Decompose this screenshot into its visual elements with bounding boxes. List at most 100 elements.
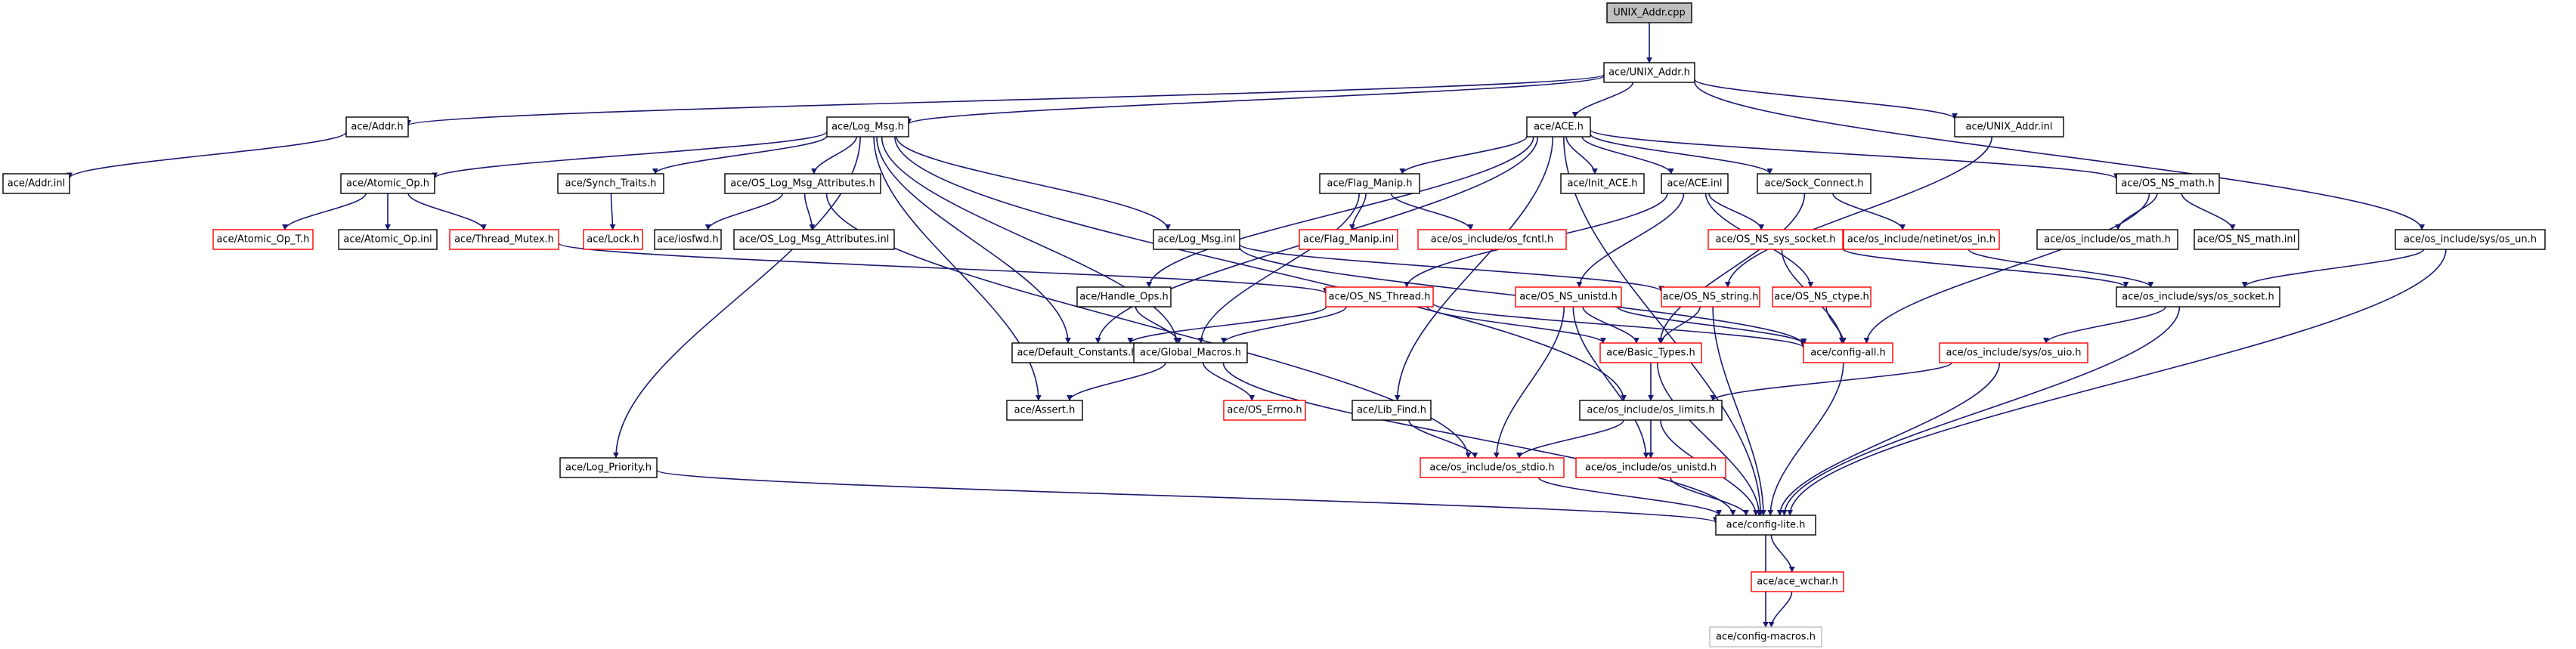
node-default-constants-h[interactable]: ace/Default_Constants.h — [1011, 342, 1143, 363]
node-box[interactable] — [1715, 515, 1816, 536]
node-box[interactable] — [1954, 116, 2064, 138]
node-atomic-op-t-h[interactable]: ace/Atomic_Op_T.h — [212, 229, 314, 250]
node-os-ns-string-h[interactable]: ace/OS_NS_string.h — [1661, 286, 1760, 308]
node-box[interactable] — [1133, 342, 1248, 363]
node-box[interactable] — [2116, 286, 2280, 308]
node-unix-addr-inl[interactable]: ace/UNIX_Addr.inl — [1954, 116, 2064, 138]
node-box[interactable] — [338, 229, 438, 250]
node-iosfwd-h[interactable]: ace/iosfwd.h — [654, 229, 722, 250]
node-global-macros-h[interactable]: ace/Global_Macros.h — [1133, 342, 1248, 363]
node-os-ns-ctype-h[interactable]: ace/OS_NS_ctype.h — [1772, 286, 1872, 308]
node-flag-manip-h[interactable]: ace/Flag_Manip.h — [1319, 173, 1420, 194]
node-box[interactable] — [1515, 286, 1622, 308]
node-netinet-in-h[interactable]: ace/os_include/netinet/os_in.h — [1843, 229, 2000, 250]
node-config-lite-h[interactable]: ace/config-lite.h — [1715, 515, 1816, 536]
node-box[interactable] — [1772, 286, 1872, 308]
node-addr-inl[interactable]: ace/Addr.inl — [2, 173, 70, 194]
node-handle-ops-h[interactable]: ace/Handle_Ops.h — [1076, 286, 1172, 308]
node-os-uio-h[interactable]: ace/os_include/sys/os_uio.h — [1939, 342, 2088, 363]
node-box[interactable] — [826, 116, 909, 138]
node-box[interactable] — [1939, 342, 2088, 363]
node-box[interactable] — [1751, 571, 1844, 592]
node-box[interactable] — [449, 229, 559, 250]
node-os-un-h[interactable]: ace/os_include/sys/os_un.h — [2395, 229, 2546, 250]
node-box[interactable] — [1843, 229, 2000, 250]
node-os-ns-math-inl[interactable]: ace/OS_NS_math.inl — [2194, 229, 2299, 250]
node-os-socket-h[interactable]: ace/os_include/sys/os_socket.h — [2116, 286, 2280, 308]
node-config-all-h[interactable]: ace/config-all.h — [1803, 342, 1893, 363]
node-box[interactable] — [1076, 286, 1172, 308]
node-thread-mutex-h[interactable]: ace/Thread_Mutex.h — [449, 229, 559, 250]
node-box[interactable] — [1299, 229, 1398, 250]
node-synch-traits-h[interactable]: ace/Synch_Traits.h — [557, 173, 664, 194]
node-box[interactable] — [559, 457, 658, 478]
node-box[interactable] — [1223, 400, 1306, 421]
node-box[interactable] — [1709, 626, 1822, 647]
node-assert-h[interactable]: ace/Assert.h — [1006, 400, 1083, 421]
node-os-ns-math-h[interactable]: ace/OS_NS_math.h — [2116, 173, 2220, 194]
node-box[interactable] — [1351, 400, 1432, 421]
node-box[interactable] — [1526, 116, 1591, 138]
node-box[interactable] — [1603, 62, 1695, 83]
node-ace-h[interactable]: ace/ACE.h — [1526, 116, 1591, 138]
node-box[interactable] — [1579, 400, 1723, 421]
node-box[interactable] — [1011, 342, 1143, 363]
node-box[interactable] — [654, 229, 722, 250]
node-atomic-op-h[interactable]: ace/Atomic_Op.h — [340, 173, 435, 194]
node-unix-addr-cpp[interactable]: UNIX_Addr.cpp — [1606, 2, 1692, 23]
node-addr-h[interactable]: ace/Addr.h — [345, 116, 409, 138]
node-box[interactable] — [1325, 286, 1434, 308]
node-box[interactable] — [1319, 173, 1420, 194]
node-lib-find-h[interactable]: ace/Lib_Find.h — [1351, 400, 1432, 421]
node-os-limits-h[interactable]: ace/os_include/os_limits.h — [1579, 400, 1723, 421]
node-os-ns-unistd-h[interactable]: ace/OS_NS_unistd.h — [1515, 286, 1622, 308]
node-box[interactable] — [345, 116, 409, 138]
node-log-priority-h[interactable]: ace/Log_Priority.h — [559, 457, 658, 478]
node-box[interactable] — [1661, 173, 1729, 194]
node-atomic-op-inl[interactable]: ace/Atomic_Op.inl — [338, 229, 438, 250]
node-os-math-h[interactable]: ace/os_include/os_math.h — [2036, 229, 2178, 250]
node-box[interactable] — [1006, 400, 1083, 421]
node-os-stdio-h[interactable]: ace/os_include/os_stdio.h — [1420, 457, 1565, 478]
node-box[interactable] — [1661, 286, 1760, 308]
node-ace-wchar-h[interactable]: ace/ace_wchar.h — [1751, 571, 1844, 592]
node-os-log-msg-attr-h[interactable]: ace/OS_Log_Msg_Attributes.h — [724, 173, 881, 194]
node-box[interactable] — [1575, 457, 1726, 478]
node-flag-manip-inl[interactable]: ace/Flag_Manip.inl — [1299, 229, 1398, 250]
node-box[interactable] — [1560, 173, 1645, 194]
node-log-msg-h[interactable]: ace/Log_Msg.h — [826, 116, 909, 138]
node-box[interactable] — [1708, 229, 1844, 250]
node-box[interactable] — [2036, 229, 2178, 250]
node-config-macros-h[interactable]: ace/config-macros.h — [1709, 626, 1822, 647]
node-box[interactable] — [2194, 229, 2299, 250]
node-box[interactable] — [1153, 229, 1240, 250]
node-box[interactable] — [2395, 229, 2546, 250]
node-box[interactable] — [1803, 342, 1893, 363]
node-init-ace-h[interactable]: ace/Init_ACE.h — [1560, 173, 1645, 194]
node-box[interactable] — [733, 229, 895, 250]
node-os-fcntl-h[interactable]: ace/os_include/os_fcntl.h — [1417, 229, 1567, 250]
node-os-ns-thread-h[interactable]: ace/OS_NS_Thread.h — [1325, 286, 1434, 308]
node-box[interactable] — [2, 173, 70, 194]
node-os-ns-sys-socket-h[interactable]: ace/OS_NS_sys_socket.h — [1708, 229, 1844, 250]
node-box[interactable] — [1599, 342, 1702, 363]
node-unix-addr-h[interactable]: ace/UNIX_Addr.h — [1603, 62, 1695, 83]
node-box[interactable] — [212, 229, 314, 250]
node-box[interactable] — [1757, 173, 1872, 194]
node-sock-connect-h[interactable]: ace/Sock_Connect.h — [1757, 173, 1872, 194]
node-ace-inl[interactable]: ace/ACE.inl — [1661, 173, 1729, 194]
node-box[interactable] — [1420, 457, 1565, 478]
node-box[interactable] — [583, 229, 643, 250]
node-log-msg-inl[interactable]: ace/Log_Msg.inl — [1153, 229, 1240, 250]
node-basic-types-h[interactable]: ace/Basic_Types.h — [1599, 342, 1702, 363]
node-box[interactable] — [340, 173, 435, 194]
node-os-errno-h[interactable]: ace/OS_Errno.h — [1223, 400, 1306, 421]
node-box[interactable] — [1417, 229, 1567, 250]
node-os-unistd-h[interactable]: ace/os_include/os_unistd.h — [1575, 457, 1726, 478]
node-box[interactable] — [724, 173, 881, 194]
node-box[interactable] — [1606, 2, 1692, 23]
node-box[interactable] — [557, 173, 664, 194]
node-os-log-msg-attr-inl[interactable]: ace/OS_Log_Msg_Attributes.inl — [733, 229, 895, 250]
node-box[interactable] — [2116, 173, 2220, 194]
node-lock-h[interactable]: ace/Lock.h — [583, 229, 643, 250]
